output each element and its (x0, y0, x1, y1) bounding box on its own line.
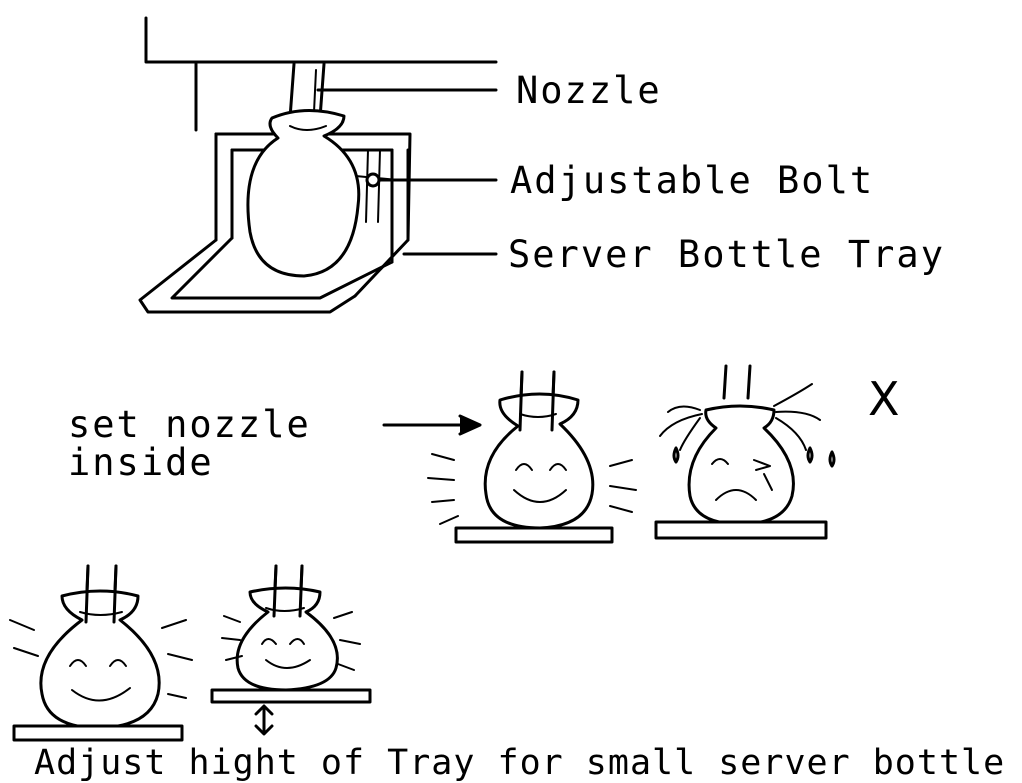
label-adjustable-bolt: Adjustable Bolt (510, 159, 875, 202)
happy-bottle-small (210, 564, 372, 736)
height-adjust-arrow (254, 704, 274, 736)
adjustable-bolt (365, 172, 381, 188)
label-inside: inside (68, 441, 214, 484)
caption-adjust-tray: Adjust hight of Tray for small server bo… (34, 743, 1006, 783)
happy-bottle-correct (427, 370, 637, 544)
dispenser-assembly (138, 16, 498, 314)
happy-bottle-tall (9, 564, 193, 742)
sad-bottle-wrong (654, 364, 836, 540)
adjustable-bolt-slot (365, 149, 381, 223)
label-set-nozzle: set nozzle (68, 403, 311, 446)
label-nozzle: Nozzle (516, 69, 662, 112)
wrong-mark: X (868, 372, 902, 426)
machine-housing (144, 16, 498, 64)
server-bottle-top (246, 108, 361, 278)
label-server-bottle-tray: Server Bottle Tray (508, 233, 945, 276)
